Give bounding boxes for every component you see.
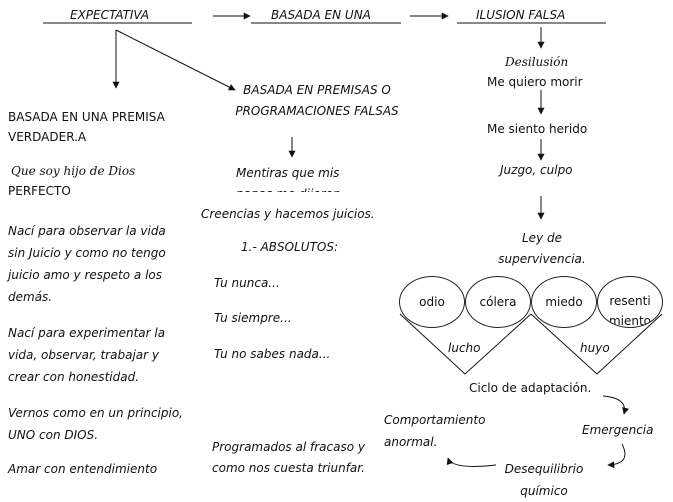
ley-supervivencia-text: Ley de supervivencia.: [498, 231, 586, 266]
arrow-ciclo-to-emergencia: [602, 395, 629, 415]
creencias-text: Creencias y hacemos juicios.: [201, 207, 375, 221]
emergencia-text: Emergencia: [582, 423, 654, 437]
uno-con-dios-text: Vernos como en un principio, UNO con DIO…: [8, 406, 183, 442]
me-quiero-morir-text: Me quiero morir: [487, 75, 583, 89]
circle-odio: odio: [399, 276, 465, 328]
diamond-lucho: [399, 313, 532, 375]
circle-resentimiento: resentimiento: [597, 276, 663, 328]
tu-nunca-text: Tu nunca...: [214, 276, 280, 290]
basada-en-una-label: BASADA EN UNA: [271, 8, 371, 22]
experimentar-vida-text: Nací para experimentar la vida, observar…: [8, 326, 166, 384]
lucho-label: lucho: [448, 341, 481, 355]
arrow-desequilibrio-to-comportamiento: [446, 457, 497, 467]
desequilibrio-quimico-text: Desequilibrio químico: [504, 462, 584, 498]
arrow-to-premisas-falsas: [115, 29, 236, 91]
perfecto-text: PERFECTO: [8, 184, 71, 198]
comportamiento-anormal-text: Comportamiento anormal.: [384, 413, 486, 449]
diamond-huyo: [530, 313, 663, 375]
premisas-falsas-heading: BASADA EN PREMISAS O PROGRAMACIONES FALS…: [235, 83, 399, 118]
me-siento-herido-text: Me siento herido: [487, 122, 588, 136]
mentiras-text: Mentiras que mis papas me dijeron: [236, 166, 340, 192]
ciclo-adaptacion-text: Ciclo de adaptación.: [469, 381, 592, 395]
absolutos-label: 1.- ABSOLUTOS:: [241, 240, 339, 254]
ilusion-falsa-label: ILUSION FALSA: [476, 8, 566, 22]
juzgo-culpo-text: Juzgo, culpo: [500, 163, 573, 177]
hijo-de-dios-text: Que soy hijo de Dios: [11, 164, 136, 178]
premisa-verdadera-heading: BASADA EN UNA PREMISA VERDADER.A: [8, 110, 165, 144]
amar-text: Amar con entendimiento: [8, 462, 158, 476]
tu-no-sabes-text: Tu no sabes nada...: [214, 347, 331, 361]
tu-siempre-text: Tu siempre...: [214, 311, 292, 325]
desilusion-text: Desilusión: [505, 55, 569, 69]
programados-text: Programados al fracaso y como nos cuesta…: [212, 440, 365, 475]
circle-miedo: miedo: [531, 276, 597, 328]
huyo-label: huyo: [580, 341, 610, 355]
expectativa-label: EXPECTATIVA: [70, 8, 150, 22]
arrow-emergencia-to-desequilibrio: [607, 443, 626, 469]
observar-vida-text: Nací para observar la vida sin Juicio y …: [8, 224, 166, 304]
circle-colera: cólera: [465, 276, 531, 328]
